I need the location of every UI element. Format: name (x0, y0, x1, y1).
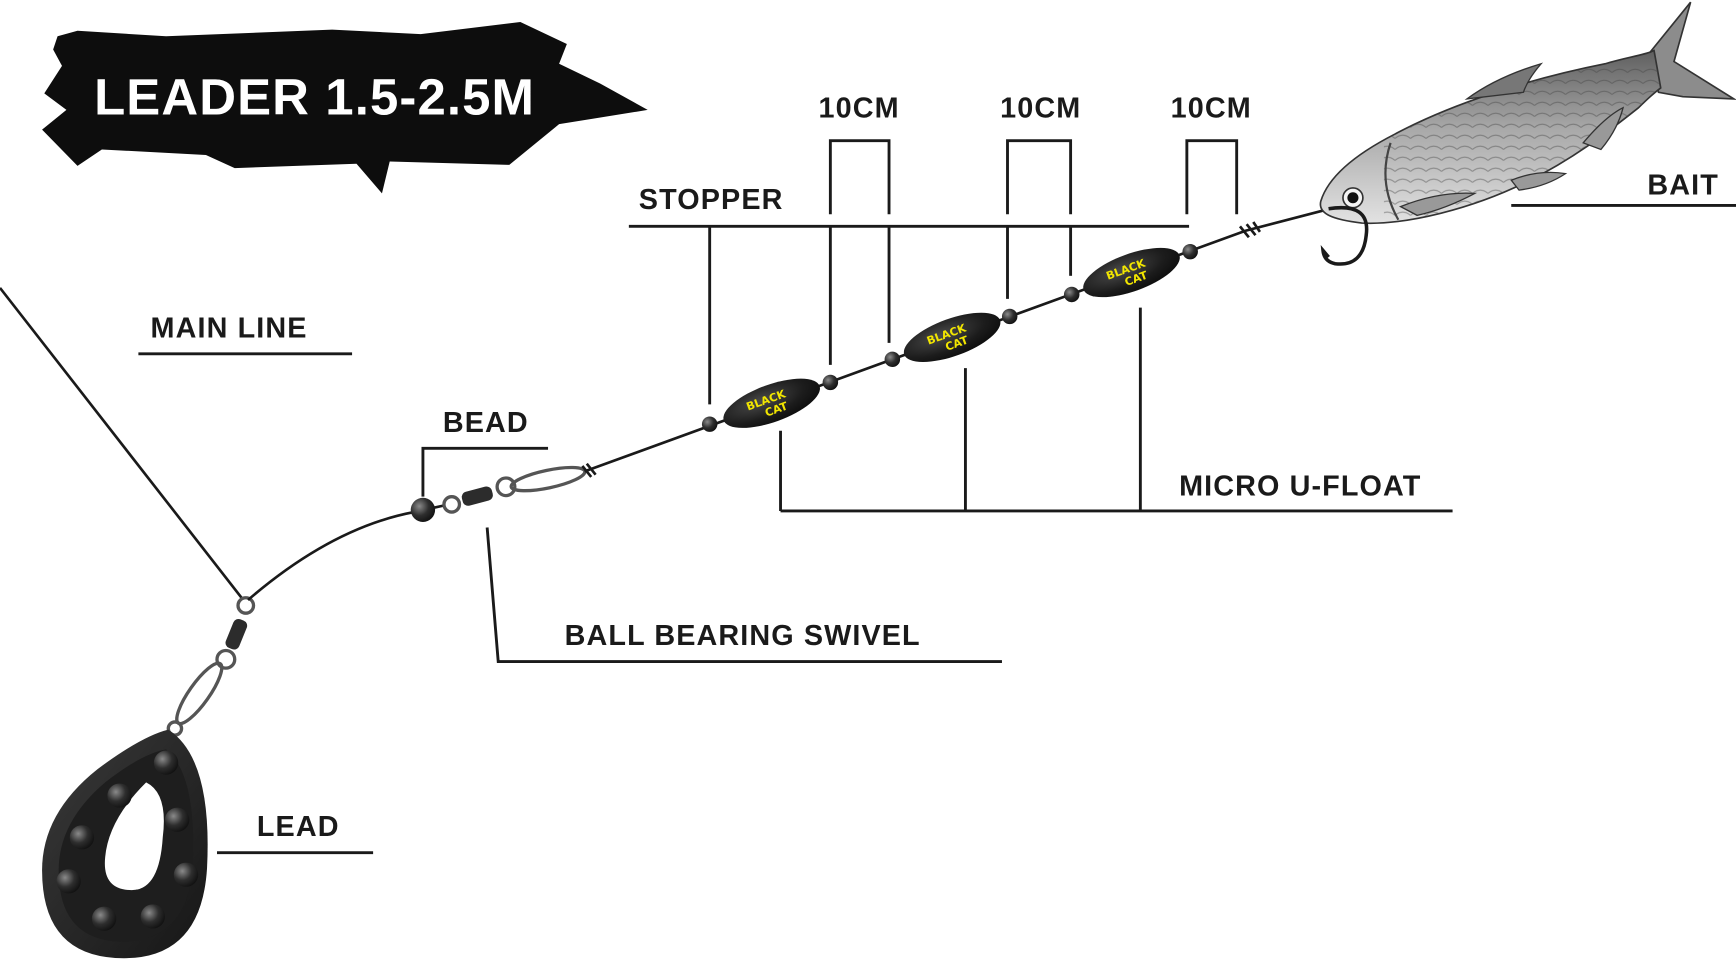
fish-rear-fin (1582, 106, 1625, 151)
ball-bearing-swivel (433, 465, 587, 514)
lead-ring-mid (215, 648, 237, 670)
label-bead: BEAD (443, 407, 529, 439)
float-body (903, 312, 1001, 362)
bead-callout (421, 446, 549, 497)
lead-snap (175, 661, 224, 726)
spacer-bead (1001, 308, 1018, 325)
lead-swivel-barrel (225, 618, 248, 650)
hook-knot (1238, 221, 1262, 239)
label-lead: LEAD (257, 811, 340, 843)
spacing-label: 10CM (1171, 93, 1252, 125)
label-bait: BAIT (1647, 170, 1719, 202)
lead-bump (164, 807, 190, 832)
lead-snap-swivel (166, 596, 256, 737)
swivel-barrel (461, 486, 493, 506)
label-stopper: STOPPER (639, 184, 784, 216)
lead-bump (153, 750, 179, 775)
main-line (0, 287, 244, 600)
lead-bump (140, 904, 165, 929)
banner-title: LEADER 1.5-2.5M (94, 68, 535, 125)
spacing-bracket-lines (828, 139, 891, 215)
spacer-bead (1063, 286, 1080, 303)
fish-anal-fin (1510, 171, 1568, 191)
lead-bump (173, 862, 199, 887)
lead-bump (91, 906, 117, 931)
micro-u-float-callout (779, 307, 1453, 513)
micro-u-float-2: BLACK CAT (903, 312, 1001, 362)
spacer-bead (1182, 243, 1198, 260)
swivel-ring-right (495, 476, 517, 498)
stopper-callout (628, 224, 1190, 405)
bead (410, 497, 436, 522)
spacing-bracket-lines (1185, 139, 1239, 215)
float-body (723, 378, 820, 428)
lead-bump (107, 783, 132, 808)
spacing-label: 10CM (819, 93, 900, 125)
lead-bump (56, 869, 81, 894)
spacer-bead (822, 374, 839, 391)
banner-shape (42, 21, 648, 194)
spacing-bracket-1: 10CM (819, 93, 900, 215)
label-micro-u-float: MICRO U-FLOAT (1179, 471, 1421, 503)
label-main-line: MAIN LINE (151, 312, 308, 344)
snap-link (509, 465, 587, 493)
leader-knot (581, 221, 1262, 478)
line-to-bead (247, 510, 415, 601)
leader-banner: LEADER 1.5-2.5M (42, 21, 648, 194)
spacing-bracket-3: 10CM (1171, 93, 1252, 215)
spacing-label: 10CM (1000, 93, 1081, 125)
lead-hole (104, 782, 164, 891)
fish-tail (1648, 1, 1736, 100)
fish-dorsal-fin (1464, 62, 1544, 100)
micro-u-float-3: BLACK CAT (1083, 247, 1180, 298)
lead-bump (69, 825, 95, 850)
label-ball-bearing-swivel: BALL BEARING SWIVEL (565, 620, 921, 652)
spacing-bracket-lines (1006, 139, 1073, 215)
lead-weight (42, 729, 208, 959)
stopper-bead (701, 416, 718, 432)
spacing-bracket-2: 10CM (1000, 93, 1081, 215)
bead-to-swivel-line (433, 504, 445, 509)
knot-wraps (581, 462, 597, 478)
hook (1320, 206, 1369, 266)
spacer-bead (884, 351, 901, 368)
lead-bumps (56, 750, 199, 931)
swivel-ring-left (442, 495, 462, 514)
lead-ring-top (236, 596, 256, 615)
fish-gill (1384, 142, 1400, 221)
fish-pectoral-fin (1398, 192, 1478, 217)
micro-u-float-1: BLACK CAT (723, 378, 820, 428)
swivel-callout (485, 527, 1002, 663)
fish-pupil (1347, 192, 1359, 204)
float-body (1083, 247, 1180, 298)
